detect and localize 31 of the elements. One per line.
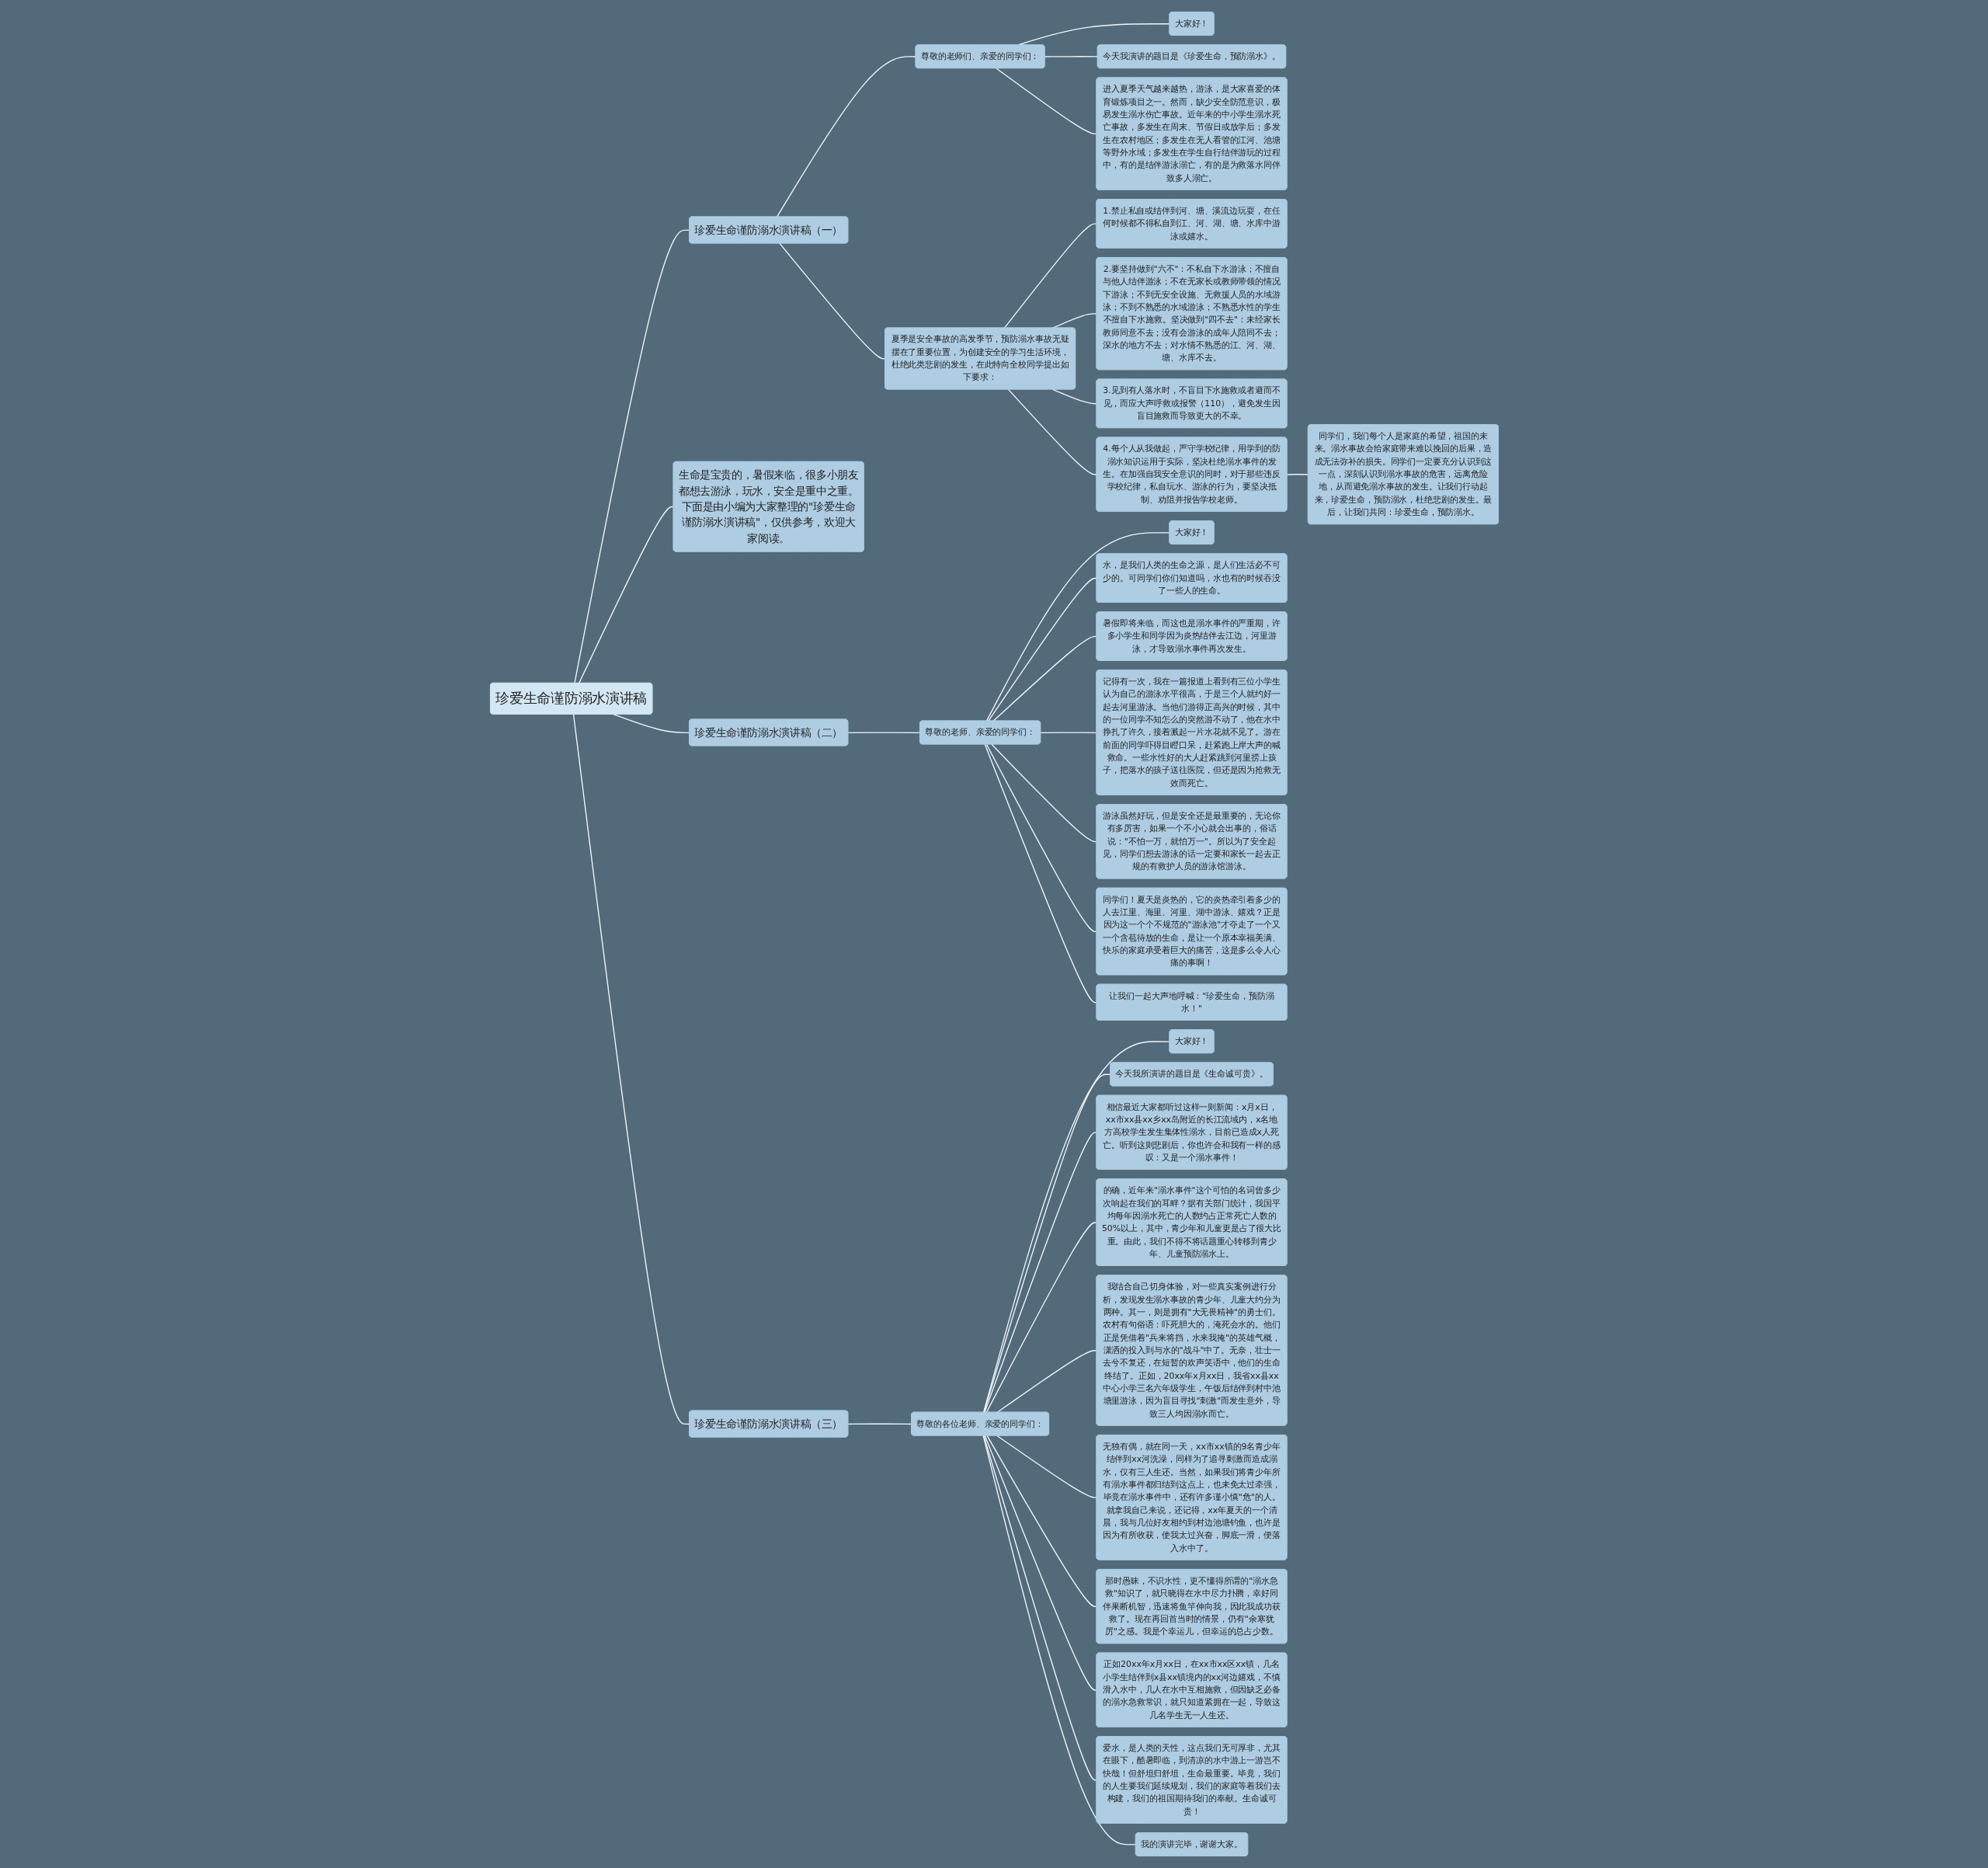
connector xyxy=(847,1423,912,1425)
connector xyxy=(985,1222,1097,1414)
connector xyxy=(1007,388,1097,475)
connector xyxy=(1003,223,1097,329)
connector xyxy=(1039,732,1097,734)
connector xyxy=(992,635,1097,722)
connector xyxy=(985,532,1170,722)
connector xyxy=(982,1435,1136,1845)
connector xyxy=(778,242,886,360)
connector xyxy=(982,1041,1170,1414)
connector xyxy=(1286,474,1309,475)
connector xyxy=(982,1073,1111,1414)
connector xyxy=(573,229,690,684)
connector xyxy=(995,68,1097,135)
connector xyxy=(982,1435,1097,1781)
connector xyxy=(996,1435,1097,1498)
connector xyxy=(572,714,690,1425)
connector xyxy=(985,743,1097,933)
connector xyxy=(984,743,1097,1004)
connector xyxy=(613,714,690,734)
connector xyxy=(578,506,674,684)
connector xyxy=(987,577,1097,722)
connector xyxy=(996,1350,1097,1414)
connector xyxy=(985,1435,1097,1608)
connector xyxy=(847,732,920,734)
connector xyxy=(1051,388,1097,405)
connector xyxy=(776,56,916,218)
connector xyxy=(1044,56,1098,57)
connector xyxy=(990,743,1097,843)
connector xyxy=(983,1132,1097,1414)
connector xyxy=(984,1435,1097,1691)
